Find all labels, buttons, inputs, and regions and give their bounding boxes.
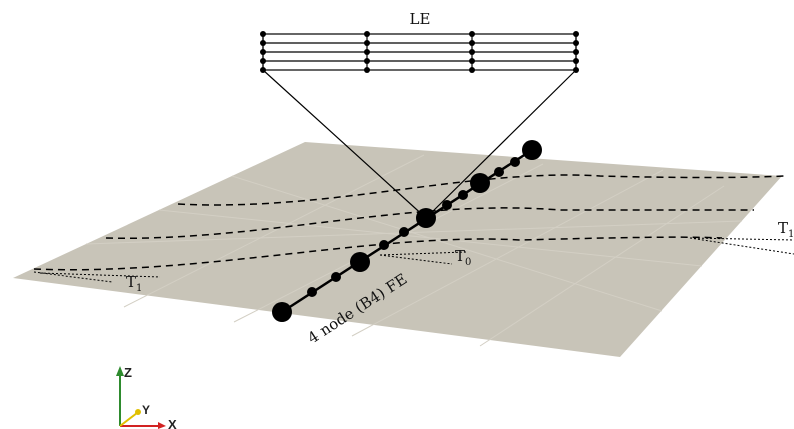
le-node [573, 31, 579, 37]
t1-left-label: T1 [126, 273, 142, 294]
le-node [573, 49, 579, 55]
t0-tangents [379, 251, 467, 265]
element-node-large [470, 173, 490, 193]
element-node-large [522, 140, 542, 160]
le-node [364, 40, 370, 46]
t0-label: T0 [455, 247, 471, 268]
x-axis-label: X [168, 417, 177, 429]
gauss-point [510, 157, 520, 167]
plate-surface [13, 142, 782, 357]
gauss-point [331, 272, 341, 282]
element-node-large [272, 302, 292, 322]
le-node [573, 67, 579, 73]
y-axis [119, 412, 138, 427]
le-connector-lines [262, 69, 577, 219]
le-nodes [260, 31, 579, 73]
element-node-large [350, 252, 370, 272]
le-node [260, 31, 266, 37]
le-node [364, 67, 370, 73]
beam-element [272, 140, 542, 322]
x-axis-arrowhead [158, 422, 166, 429]
gauss-point [379, 240, 389, 250]
fiber-path-2 [105, 207, 754, 240]
t1-left-tangents [33, 271, 161, 283]
le-node [573, 58, 579, 64]
y-axis-label: Y [142, 403, 150, 417]
le-node [573, 40, 579, 46]
le-node [469, 49, 475, 55]
t1-right-tangents [689, 237, 794, 255]
element-node-large [416, 208, 436, 228]
le-node [364, 58, 370, 64]
z-axis-arrowhead [116, 366, 124, 376]
gauss-point [494, 167, 504, 177]
gauss-point [442, 200, 452, 210]
le-node [260, 49, 266, 55]
gauss-point [399, 227, 409, 237]
t1-right-label: T1 [778, 219, 794, 240]
axes-triad: Z Y X [116, 365, 177, 429]
le-node [260, 67, 266, 73]
y-axis-marker [135, 409, 141, 415]
le-node [260, 40, 266, 46]
le-node [364, 31, 370, 37]
le-node [469, 58, 475, 64]
z-axis-label: Z [124, 365, 132, 380]
gauss-point [307, 287, 317, 297]
le-node [469, 67, 475, 73]
gauss-point [458, 190, 468, 200]
le-box [262, 33, 577, 71]
fiber-path-1 [177, 174, 785, 206]
fiber-paths [33, 174, 785, 271]
le-node [469, 40, 475, 46]
le-label: LE [410, 10, 431, 28]
le-node [364, 49, 370, 55]
le-node [469, 31, 475, 37]
le-node [260, 58, 266, 64]
